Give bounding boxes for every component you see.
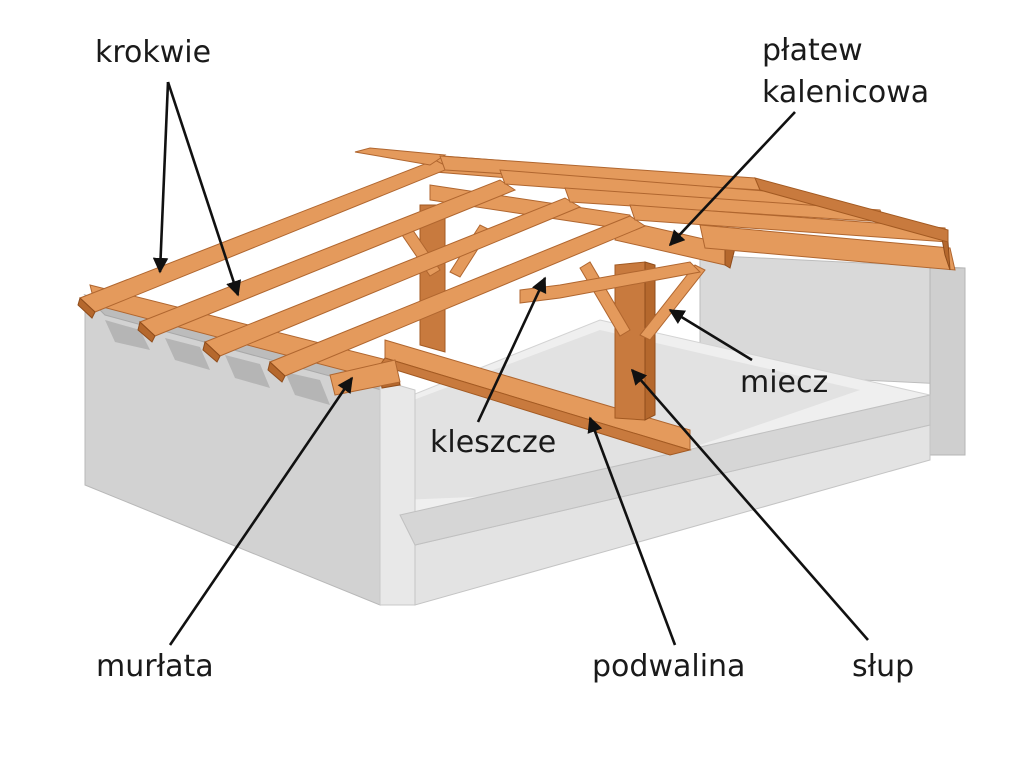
label-platew-line2: kalenicowa bbox=[762, 75, 929, 110]
label-murlata: murłata bbox=[96, 649, 214, 684]
label-platew-line1: płatew bbox=[762, 33, 863, 68]
back-rafters bbox=[354, 147, 956, 271]
label-slup: słup bbox=[852, 649, 914, 684]
arrow-miecz bbox=[668, 308, 753, 362]
label-krokwie: krokwie bbox=[95, 35, 211, 70]
wooden-roof-frame bbox=[77, 147, 956, 456]
brace-right bbox=[639, 264, 706, 341]
rafters bbox=[77, 159, 647, 396]
label-podwalina: podwalina bbox=[592, 649, 745, 684]
arrow-slup bbox=[630, 368, 869, 641]
arrow-kleszcze bbox=[476, 276, 547, 423]
arrow-krokwie-1 bbox=[152, 81, 170, 274]
label-miecz: miecz bbox=[740, 365, 828, 400]
arrow-krokwie-2 bbox=[166, 81, 242, 297]
leader-lines bbox=[152, 81, 869, 646]
arrow-murlata bbox=[168, 376, 354, 646]
arrow-platew bbox=[668, 111, 796, 247]
labels: krokwie płatew kalenicowa miecz kleszcze… bbox=[95, 33, 929, 684]
label-kleszcze: kleszcze bbox=[430, 425, 556, 460]
concrete-walls bbox=[83, 254, 966, 606]
arrow-podwalina bbox=[587, 416, 677, 646]
